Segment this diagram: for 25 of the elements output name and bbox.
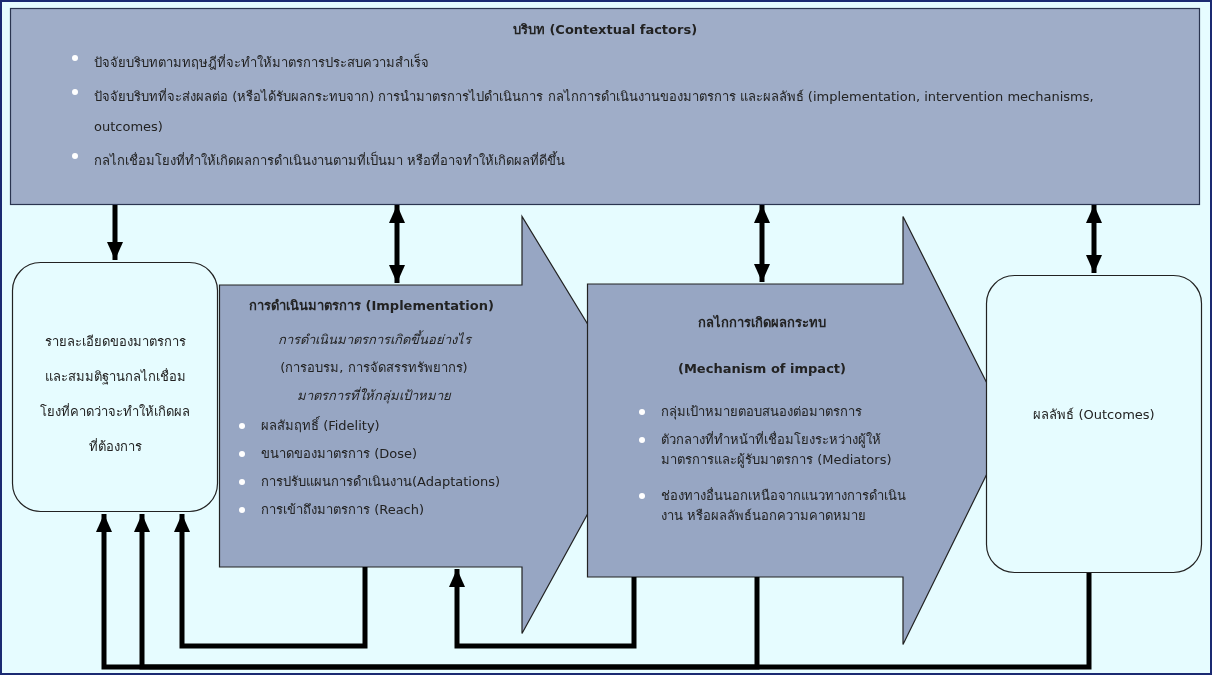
heading: การดำเนินมาตรการ (Implementation)	[249, 297, 495, 315]
bullet-text: การปรับแผนการดำเนินงาน(Adaptations)	[237, 472, 527, 492]
arrow	[1086, 205, 1102, 273]
bullet-text: ผลสัมฤทธิ์ (Fidelity)	[237, 416, 527, 436]
box-text: ผลลัพธ์ (Outcomes)	[1032, 406, 1156, 424]
heading: กลไกการเกิดผลกระทบ (Mechanism of impact)	[677, 314, 847, 378]
box-text: รายละเอียดของมาตรการและสมมติฐานกลไกเชื่อมโยงที่คาดว่าจะทำให้เกิดผลที่ต้องการ	[40, 333, 190, 456]
bullet-text: ขนาดของมาตรการ (Dose)	[237, 444, 527, 464]
box-text: (การอบรม, การจัดสรรทรัพยากร)	[279, 359, 469, 377]
bullet-text: ปัจจัยบริบทที่จะส่งผลต่อ (หรือได้รับผลกระทบจาก) การนำมาตรการไปดำเนินการ กลไกการดำเนินงานของมาตรการ และผลลัพธ์ (implementation, intervention mechanisms, outcomes)	[70, 82, 1130, 142]
arrow	[96, 514, 1092, 670]
bullet-text: กลไกเชื่อมโยงที่ทำให้เกิดผลการดำเนินงานตามที่เป็นมา หรือที่อาจทำให้เกิดผลที่ดีขึ้น	[70, 146, 1130, 176]
heading: บริบท (Contextual factors)	[511, 21, 699, 39]
arrow	[107, 205, 123, 260]
bullet-text: ปัจจัยบริบทตามทฤษฎีที่จะทำให้มาตรการประสบความสำเร็จ	[70, 48, 1130, 78]
arrow	[389, 205, 405, 283]
bullet-text: การเข้าถึงมาตรการ (Reach)	[237, 500, 527, 520]
arrow	[449, 569, 637, 649]
bullet-text: กลุ่มเป้าหมายตอบสนองต่อมาตรการ	[637, 402, 907, 422]
box-text: การดำเนินมาตรการเกิดขึ้นอย่างไร	[276, 330, 473, 349]
arrow	[174, 514, 368, 649]
arrow	[754, 205, 770, 282]
bullet-text: ตัวกลางที่ทำหน้าที่เชื่อมโยงระหว่างผู้ให้มาตรการและผู้รับมาตรการ (Mediators)	[637, 430, 907, 469]
box-text: มาตรการที่ให้กลุ่มเป้าหมาย	[296, 386, 452, 406]
bullet-text: ช่องทางอื่นนอกเหนือจากแนวทางการดำเนินงาน หรือผลลัพธ์นอกความคาดหมาย	[637, 486, 907, 525]
